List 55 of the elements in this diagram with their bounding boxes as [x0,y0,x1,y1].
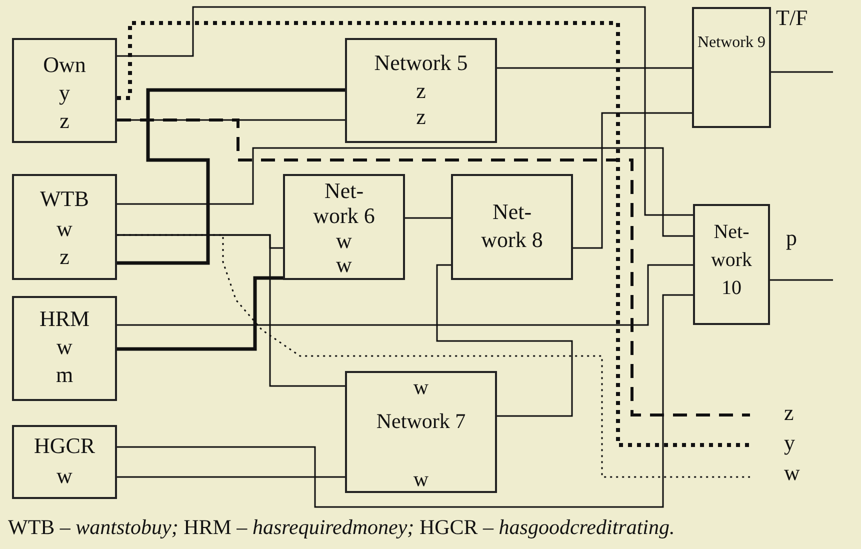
block-label: Network 5 [373,50,469,76]
block-box [283,174,405,280]
block-label: WTB [39,186,90,212]
block-label: w [412,375,430,399]
dashed-connector [117,234,750,478]
signal-label: p [786,226,797,250]
connector [117,88,345,265]
connector [117,234,345,387]
block-box [12,38,117,143]
block-label: HRM [38,306,91,332]
signal-label: y [784,431,795,455]
connector [117,6,693,216]
block-label: y [58,80,71,106]
block-label: Net- work 8 [480,198,544,254]
signal-label: w [784,461,800,485]
block-box [12,296,117,401]
connector [117,264,693,326]
block-box [692,7,771,128]
block-label: Net- work 10 [710,220,754,301]
connector [497,67,692,69]
connector [117,276,283,351]
connector [770,279,833,281]
block-box [12,425,117,499]
dashed-connector [117,21,750,447]
connector [573,112,692,249]
signal-label: T/F [776,6,808,30]
connector [117,147,693,237]
block-box [345,371,497,493]
block-box [345,38,497,143]
block-box [693,204,770,325]
block-label: Own [42,52,87,78]
signal-label: z [784,401,794,425]
block-box [451,174,573,280]
block-label: m [54,362,74,388]
connector [117,294,693,508]
block-label: HGCR [32,433,96,459]
dashed-connector [117,118,750,416]
block-label: Network 9 [696,33,766,53]
connector [405,217,451,219]
block-label: z [415,78,427,104]
caption: WTB – wantstobuy; HRM – hasrequiredmoney; HGCR – hasgoodcreditrating. [8,515,675,540]
block-box [12,174,117,280]
block-label: w [56,216,74,242]
connector [771,71,833,73]
block-label: w [56,463,74,489]
block-label: w [56,334,74,360]
block-label: w [412,467,430,491]
block-label: z [58,244,70,270]
connector [436,264,573,417]
block-label: Network 7 [375,409,467,433]
block-label: w [335,228,353,253]
block-label: w [335,252,353,277]
block-label: z [58,108,70,134]
connector [117,476,345,478]
block-label: z [415,104,427,130]
